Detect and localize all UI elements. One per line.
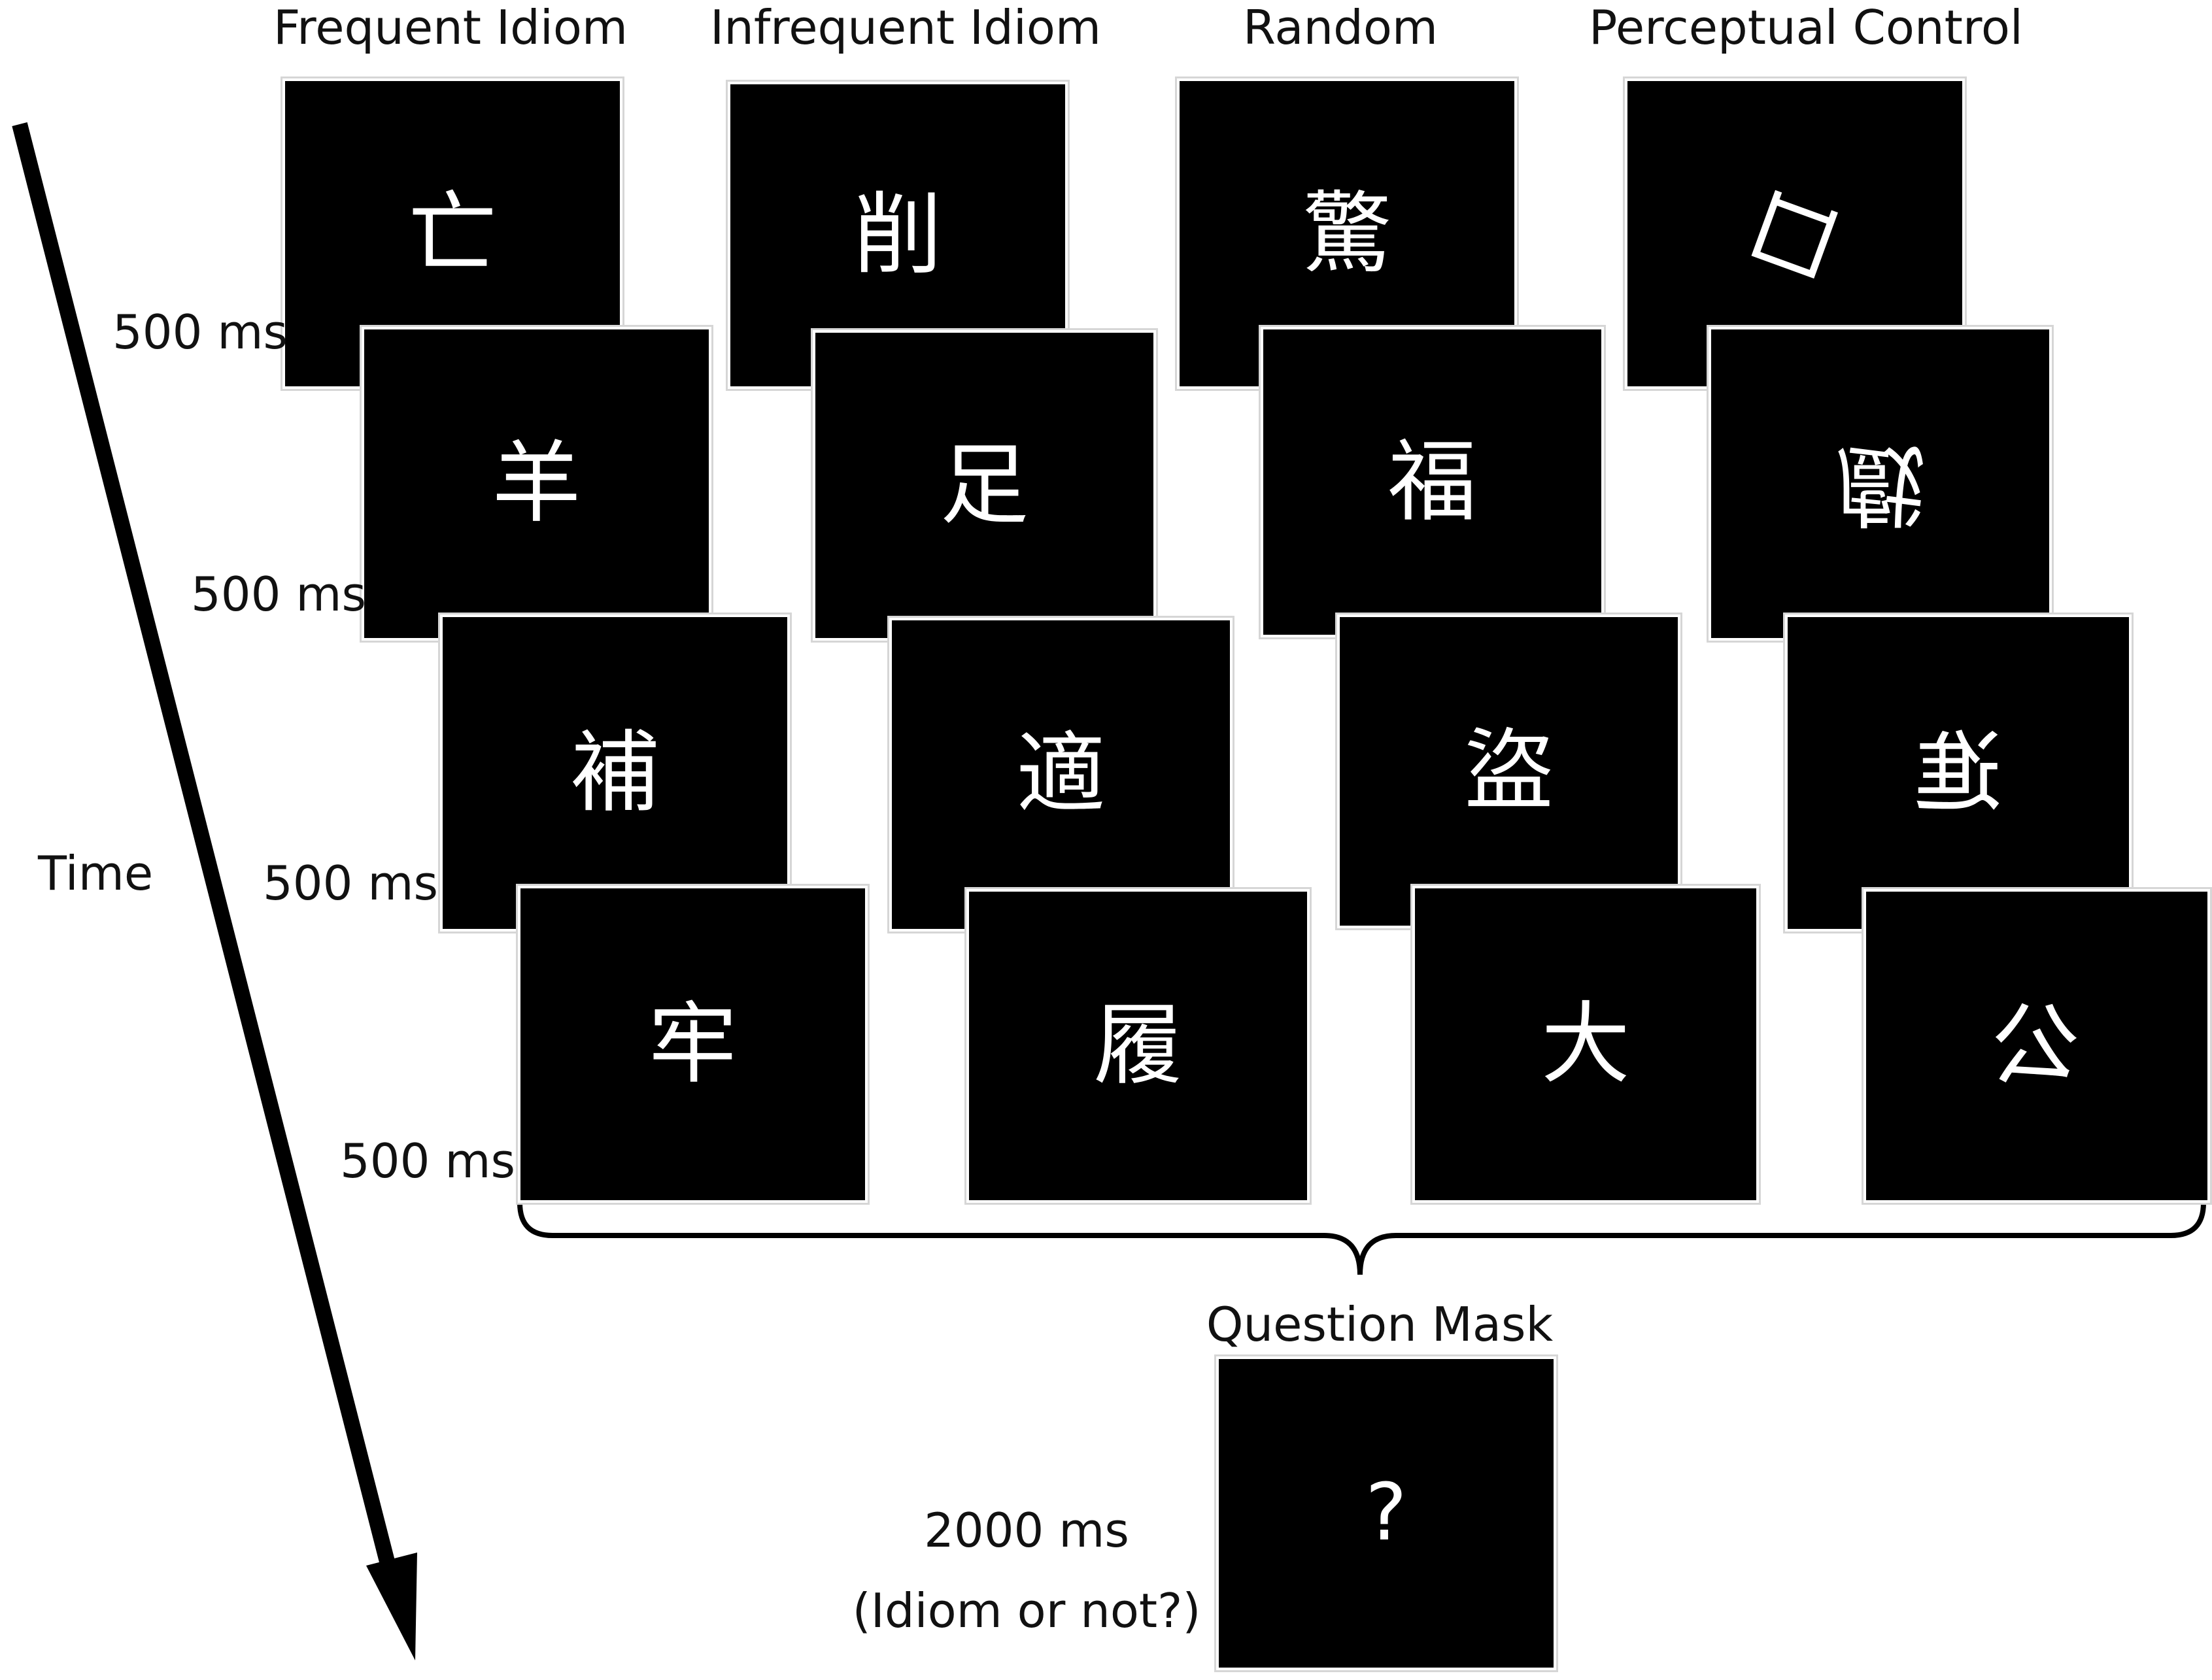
stimulus-character: 削: [853, 184, 942, 287]
stimulus-screen: 福: [1261, 327, 1604, 637]
stimulus-character: 驚: [1302, 182, 1391, 286]
stimulus-screen: 進: [1785, 614, 2132, 932]
stimulus-screen: 履: [966, 889, 1310, 1203]
stimulus-screen: 牢: [518, 886, 868, 1203]
time-arrow-head: [366, 1553, 417, 1660]
question-mask-prompt: (Idiom or not?): [852, 1583, 1201, 1638]
stimulus-character: 羊: [492, 432, 581, 535]
grouping-bracket: [517, 1202, 2206, 1275]
stimulus-character: 口: [1735, 170, 1854, 297]
stimulus-character: 大: [1541, 992, 1630, 1096]
question-mask-duration: 2000 ms: [924, 1503, 1129, 1558]
duration-label: 500 ms: [191, 567, 366, 622]
question-mark-symbol: ?: [1365, 1468, 1407, 1558]
question-mask-screen: ?: [1216, 1356, 1556, 1670]
stimulus-character: 足: [940, 433, 1029, 537]
time-label: Time: [38, 846, 154, 901]
stimulus-character: 履: [1093, 994, 1183, 1098]
stimulus-character: 亡: [408, 182, 497, 286]
stimulus-screen: 足: [813, 330, 1156, 641]
heading-infrequent-idiom: Infrequent Idiom: [709, 0, 1102, 55]
stimulus-screen: 大: [1412, 886, 1759, 1203]
stimulus-character: 適: [1016, 723, 1106, 826]
stimulus-screen: 羊: [362, 327, 711, 641]
stimulus-character: 公: [1992, 994, 2081, 1098]
heading-frequent-idiom: Frequent Idiom: [273, 0, 628, 55]
stimulus-screen: 公: [1863, 889, 2210, 1203]
stimulus-character: 補: [570, 721, 660, 825]
stimulus-character: 福: [1387, 430, 1477, 534]
duration-label: 500 ms: [340, 1134, 515, 1188]
stimulus-screen: 戲: [1709, 327, 2052, 641]
duration-label: 500 ms: [112, 305, 288, 360]
stimulus-screen: 盜: [1337, 614, 1680, 928]
heading-random: Random: [1242, 0, 1438, 55]
time-arrow-shaft: [12, 122, 400, 1584]
stimulus-character: 戲: [1835, 432, 1925, 535]
duration-label: 500 ms: [263, 856, 438, 911]
stimulus-character: 牢: [648, 992, 738, 1096]
stimulus-screen: 適: [889, 618, 1233, 932]
heading-perceptual-control: Perceptual Control: [1589, 0, 2023, 55]
stimulus-character: 進: [1914, 721, 2003, 825]
stimulus-screen: 補: [440, 614, 790, 932]
question-mask-title: Question Mask: [1206, 1297, 1554, 1352]
stimulus-character: 盜: [1464, 720, 1554, 823]
